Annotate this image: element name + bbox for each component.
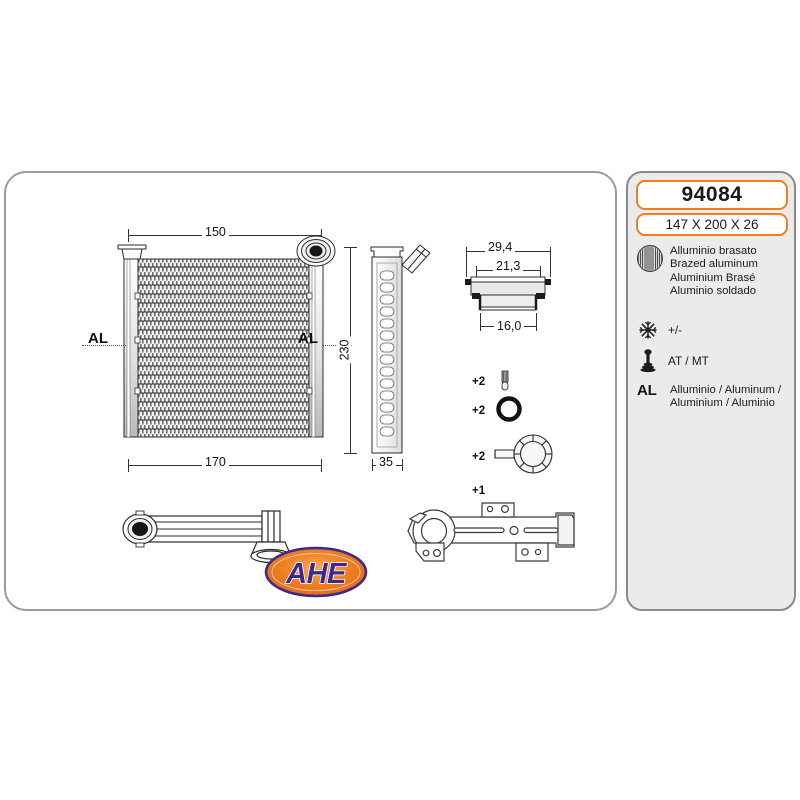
- outlet-port-graphic: [296, 235, 336, 267]
- accessory-qty-pin: +2: [472, 376, 486, 388]
- retaining-clip-icon: [494, 434, 553, 474]
- o-ring-icon: [496, 396, 522, 422]
- air-conditioning-label: +/-: [668, 323, 683, 337]
- alloy-tag: AL: [637, 382, 657, 399]
- transmission-label: AT / MT: [668, 354, 709, 368]
- dim-tick: [128, 229, 129, 242]
- center-line-right: [322, 345, 352, 346]
- dim-tick: [372, 459, 373, 471]
- ahe-logo: AHE: [264, 546, 368, 598]
- dim-ext-line: [540, 266, 541, 282]
- spec-row-material: Alluminio brasato Brazed aluminum Alumin…: [637, 244, 758, 299]
- gearshift-icon: [637, 349, 659, 373]
- accessory-qty-bracket: +1: [472, 485, 486, 497]
- dim-tick: [344, 453, 357, 454]
- side-height-dimension: 230: [337, 336, 352, 364]
- dim-ext-line: [550, 247, 551, 277]
- material-description: Alluminio brasato Brazed aluminum Alumin…: [670, 245, 758, 298]
- radiator-core-graphic: [117, 235, 336, 438]
- manifold-top-view-graphic: [122, 510, 292, 564]
- detail-inner-dimension: 16,0: [494, 319, 525, 333]
- detail-outer-dimension: 29,4: [485, 240, 516, 254]
- accessory-qty-clip: +2: [472, 451, 486, 463]
- snowflake-icon: [637, 319, 659, 341]
- main-drawing-panel: 150: [4, 171, 617, 611]
- mounting-bracket-graphic: [407, 502, 575, 562]
- product-info-panel: 94084 147 X 200 X 26 Alluminio brasato B…: [626, 171, 796, 611]
- dim-ext-line: [466, 247, 467, 277]
- dim-tick: [128, 459, 129, 472]
- front-left-al-label: AL: [88, 330, 108, 347]
- spec-row-alloy: AL Alluminio / Aluminum / Aluminium / Al…: [637, 382, 782, 411]
- hatched-circle-icon: [637, 244, 663, 272]
- ahe-logo-text: AHE: [285, 558, 348, 590]
- dim-tick: [321, 459, 322, 472]
- detail-section-graphic: [465, 276, 551, 311]
- inlet-neck-graphic: [117, 244, 147, 260]
- front-top-dimension: 150: [202, 225, 229, 239]
- dim-ext-line: [480, 313, 481, 331]
- center-line-left: [82, 345, 126, 346]
- dim-ext-line: [536, 313, 537, 331]
- dim-ext-line: [476, 266, 477, 282]
- front-right-al-label: AL: [298, 330, 318, 347]
- dim-tick: [402, 459, 403, 471]
- spec-row-air-conditioning: +/-: [637, 319, 682, 341]
- accessory-qty-oring: +2: [472, 405, 486, 417]
- pin-icon: [501, 370, 509, 391]
- side-width-dimension: 35: [376, 455, 396, 469]
- side-view-graphic: [370, 244, 431, 454]
- spec-row-transmission: AT / MT: [637, 349, 709, 373]
- part-number-box: 94084: [636, 180, 788, 210]
- front-bottom-dimension: 170: [202, 455, 229, 469]
- dimensions-box: 147 X 200 X 26: [636, 213, 788, 236]
- dim-tick: [344, 247, 357, 248]
- detail-middle-dimension: 21,3: [493, 259, 524, 273]
- dim-tick: [321, 229, 322, 242]
- alloy-description: Alluminio / Aluminum / Aluminium / Alumi…: [670, 384, 782, 410]
